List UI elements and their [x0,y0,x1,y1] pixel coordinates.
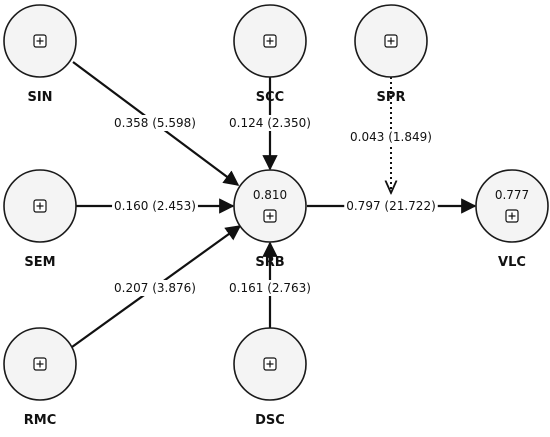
construct-label: DSC [255,413,285,428]
path-coefficient-label: 0.207 (3.876) [114,281,196,295]
edge-sem-srb: 0.160 (2.453) [76,198,235,214]
r-squared-value: 0.777 [495,188,529,202]
node-spr[interactable]: SPR [354,4,428,105]
node-dsc[interactable]: DSC [233,327,307,428]
construct-label: VLC [498,255,526,270]
node-scc[interactable]: SCC [233,4,307,105]
edge-label-background [227,115,313,131]
expand-plus-icon[interactable] [33,357,47,371]
edge-label-background [227,280,313,296]
construct-label: RMC [24,413,57,428]
node-rmc[interactable]: RMC [3,327,77,428]
r-squared-value: 0.810 [253,188,287,202]
expand-plus-icon[interactable] [33,199,47,213]
edge-label-background [112,115,198,131]
construct-label: SEM [24,255,55,270]
expand-plus-icon[interactable] [33,34,47,48]
edge-label-background [112,280,198,296]
edge-dsc-srb: 0.161 (2.763) [227,241,313,328]
expand-plus-icon[interactable] [263,357,277,371]
expand-plus-icon[interactable] [263,209,277,223]
edge-srb-vlc: 0.797 (21.722) [307,198,477,214]
edge-label-background [112,198,198,214]
edge-label-background [348,129,434,145]
node-sin[interactable]: SIN [3,4,77,105]
edge-rmc-srb: 0.207 (3.876) [71,225,242,348]
path-coefficient-label: 0.160 (2.453) [114,199,196,213]
edge-label-background [344,198,438,214]
path-coefficient-label: 0.043 (1.849) [350,130,432,144]
edge-spr-vlc: 0.043 (1.849) [348,77,434,193]
path-coefficient-label: 0.797 (21.722) [346,199,436,213]
expand-plus-icon[interactable] [505,209,519,223]
construct-label: SCC [256,90,284,105]
edge-sin-srb: 0.358 (5.598) [72,61,240,186]
construct-circle[interactable] [475,169,549,243]
path-coefficient-label: 0.358 (5.598) [114,116,196,130]
construct-label: SIN [27,90,52,105]
construct-circle[interactable] [233,169,307,243]
expand-plus-icon[interactable] [263,34,277,48]
edge-scc-srb: 0.124 (2.350) [227,77,313,171]
path-coefficient-label: 0.161 (2.763) [229,281,311,295]
construct-label: SPR [377,90,406,105]
construct-label: SRB [255,255,284,270]
path-coefficient-label: 0.124 (2.350) [229,116,311,130]
node-sem[interactable]: SEM [3,169,77,270]
expand-plus-icon[interactable] [384,34,398,48]
